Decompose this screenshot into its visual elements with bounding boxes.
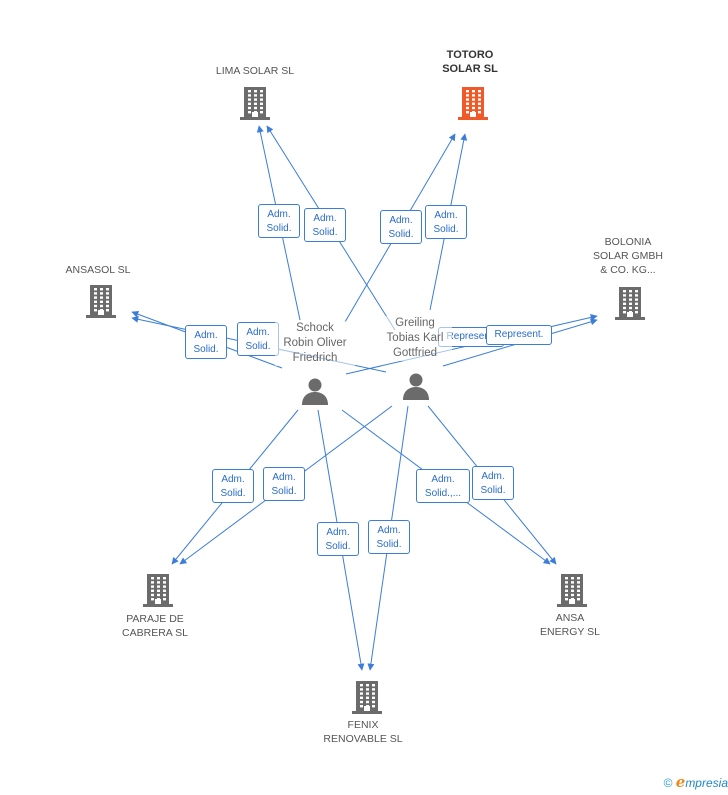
edge-label-greiling-bolonia[interactable]: Represent. bbox=[486, 325, 552, 345]
company-ansasol[interactable]: ANSASOL SL bbox=[48, 263, 148, 277]
person-label-greiling[interactable]: Greiling Tobias Karl Gottfried bbox=[378, 316, 452, 361]
edge-label-schock-paraje[interactable]: Adm. Solid. bbox=[212, 469, 254, 503]
building-icon[interactable] bbox=[352, 680, 382, 719]
building-icon[interactable] bbox=[240, 86, 270, 125]
company-label: ANSA ENERGY SL bbox=[540, 612, 600, 638]
company-label: PARAJE DE CABRERA SL bbox=[122, 613, 188, 639]
edge-label-greiling-ansasol[interactable]: Adm. Solid. bbox=[237, 322, 279, 356]
person-icon[interactable] bbox=[401, 371, 431, 406]
edge-label-schock-lima[interactable]: Adm. Solid. bbox=[258, 204, 300, 238]
edge-label-greiling-paraje[interactable]: Adm. Solid. bbox=[263, 467, 305, 501]
company-label: LIMA SOLAR SL bbox=[215, 65, 295, 77]
company-label: FENIX RENOVABLE SL bbox=[323, 719, 403, 745]
company-totoro-solar[interactable]: TOTORO SOLAR SL bbox=[420, 48, 520, 76]
company-paraje-de-cabrera[interactable]: PARAJE DE CABRERA SL bbox=[105, 612, 205, 640]
company-label: BOLONIA SOLAR GMBH & CO. KG... bbox=[592, 236, 663, 276]
copyright-symbol: © bbox=[663, 776, 673, 790]
edge-label-greiling-lima[interactable]: Adm. Solid. bbox=[304, 208, 346, 242]
edge-label-schock-fenix[interactable]: Adm. Solid. bbox=[317, 522, 359, 556]
brand-footer: © empresia bbox=[664, 773, 728, 791]
company-fenix-renovable[interactable]: FENIX RENOVABLE SL bbox=[313, 718, 413, 746]
edge-label-schock-totoro[interactable]: Adm. Solid. bbox=[380, 210, 422, 244]
building-icon[interactable] bbox=[615, 286, 645, 325]
brand-logo-text: mpresia bbox=[685, 776, 728, 790]
building-icon[interactable] bbox=[143, 573, 173, 612]
company-lima-solar[interactable]: LIMA SOLAR SL bbox=[205, 64, 305, 78]
building-icon[interactable] bbox=[557, 573, 587, 612]
building-icon[interactable] bbox=[86, 284, 116, 323]
building-icon[interactable] bbox=[458, 86, 488, 125]
edge-label-greiling-fenix[interactable]: Adm. Solid. bbox=[368, 520, 410, 554]
company-label: ANSASOL SL bbox=[65, 264, 131, 276]
edge-label-schock-ansa[interactable]: Adm. Solid.,... bbox=[416, 469, 470, 503]
person-icon[interactable] bbox=[300, 376, 330, 411]
edge-label-greiling-ansa[interactable]: Adm. Solid. bbox=[472, 466, 514, 500]
company-bolonia-solar[interactable]: BOLONIA SOLAR GMBH & CO. KG... bbox=[578, 235, 678, 277]
company-label: TOTORO SOLAR SL bbox=[442, 49, 498, 75]
edge-label-greiling-totoro[interactable]: Adm. Solid. bbox=[425, 205, 467, 239]
person-label-schock[interactable]: Schock Robin Oliver Friedrich bbox=[275, 321, 355, 366]
company-ansa-energy[interactable]: ANSA ENERGY SL bbox=[520, 611, 620, 639]
edge-label-schock-ansasol[interactable]: Adm. Solid. bbox=[185, 325, 227, 359]
brand-logo-e: e bbox=[675, 773, 686, 791]
